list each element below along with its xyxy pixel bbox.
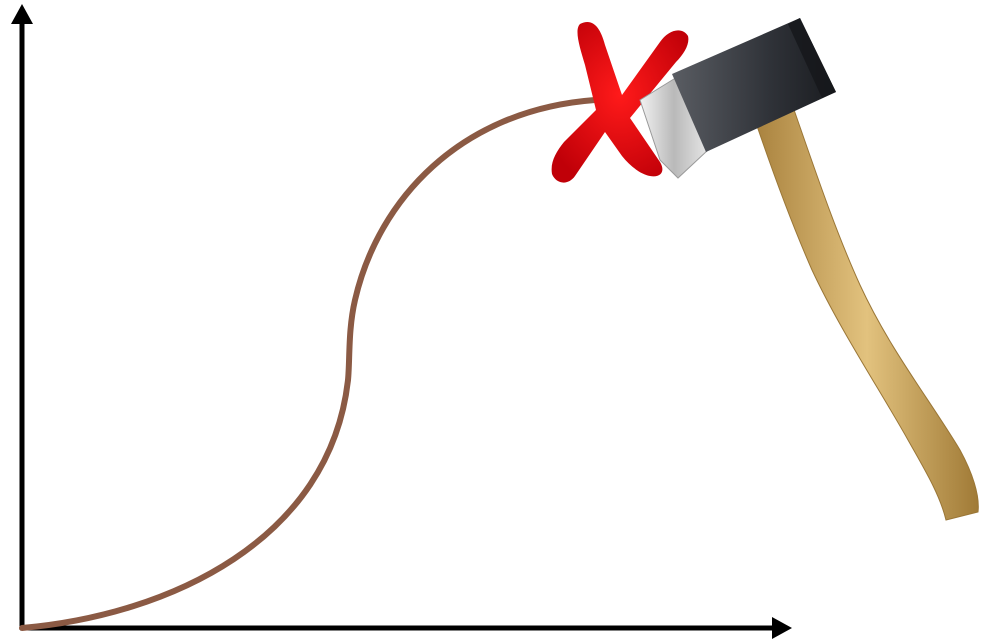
growth-curve: [22, 100, 595, 628]
axe-icon: [640, 18, 978, 520]
x-axis-arrowhead: [772, 617, 792, 639]
y-axis-arrowhead: [11, 4, 33, 24]
axe-handle: [755, 104, 978, 520]
